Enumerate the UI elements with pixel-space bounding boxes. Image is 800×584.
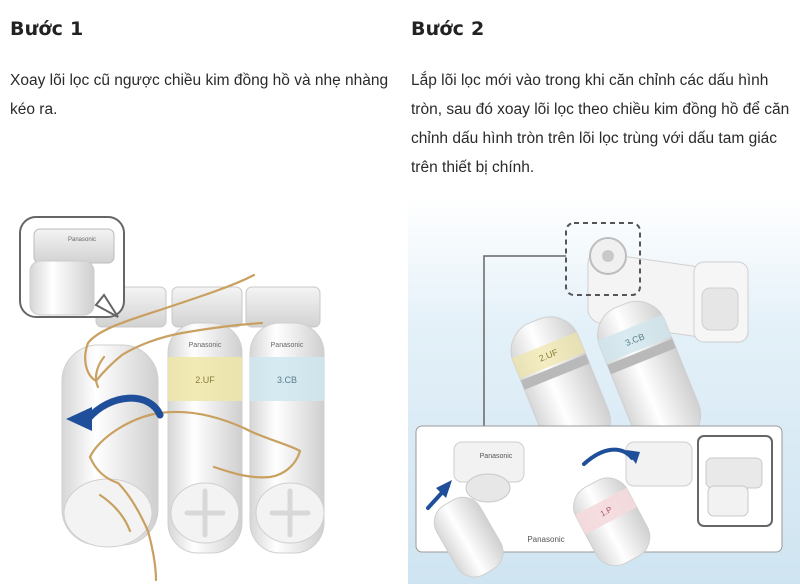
rotate-arrow-icon bbox=[84, 394, 164, 423]
rotate-arrow-icon bbox=[582, 447, 634, 466]
step-2-description: Lắp lõi lọc mới vào trong khi căn chỉnh … bbox=[411, 72, 790, 176]
cb-band bbox=[250, 357, 324, 401]
filter-label-uf: 2.UF bbox=[195, 375, 215, 385]
step-2-illustration: 3.CB 2.UF Panasonic Panasonic 1.P bbox=[408, 196, 800, 584]
hand-outline bbox=[84, 273, 302, 582]
main-unit: 3.CB 2.UF bbox=[510, 237, 749, 456]
step-1-illustration: Panasonic 3.CB Panasonic 2.UF bbox=[19, 216, 325, 582]
step-2-title: Bước 2 bbox=[411, 18, 485, 40]
arrow-head-icon bbox=[436, 480, 452, 498]
brand-text: Panasonic bbox=[480, 453, 513, 460]
highlight-box bbox=[565, 222, 641, 296]
step-1-description: Xoay lõi lọc cũ ngược chiều kim đồng hồ … bbox=[10, 72, 389, 118]
step-1-title: Bước 1 bbox=[10, 18, 84, 40]
arrow-head-icon bbox=[626, 450, 640, 464]
brand-text: Panasonic bbox=[189, 342, 222, 349]
zoom-callout: Panasonic bbox=[19, 216, 125, 318]
connector-line bbox=[483, 255, 566, 428]
uf-band bbox=[168, 357, 242, 401]
brand-text: Panasonic bbox=[271, 342, 304, 349]
brand-text: Panasonic bbox=[527, 535, 564, 544]
arrow-head-icon bbox=[66, 407, 92, 431]
filter-label-cb: 3.CB bbox=[277, 375, 297, 385]
brand-text: Panasonic bbox=[68, 237, 96, 243]
detail-panel: Panasonic Panasonic 1.P bbox=[415, 425, 783, 578]
